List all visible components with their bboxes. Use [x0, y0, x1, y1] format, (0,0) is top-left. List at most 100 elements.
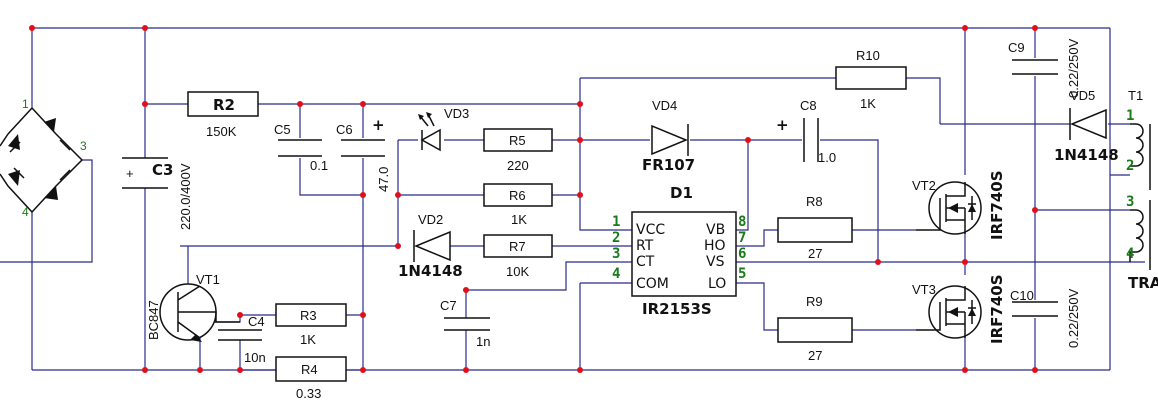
- c8-label: C8: [800, 98, 817, 113]
- c5-value: 0.1: [310, 158, 328, 173]
- capacitor-c10: C10 0.22/250V: [1010, 288, 1081, 348]
- c4-label: C4: [248, 314, 265, 329]
- resistor-r7: R7 10K: [483, 234, 553, 279]
- r7-value: 10K: [506, 264, 529, 279]
- bridge-pin-1: 1: [22, 97, 29, 111]
- c10-label: C10: [1010, 288, 1034, 303]
- c3-value: 220.0/400V: [178, 163, 193, 230]
- bridge-rectifier: 1 3 4: [0, 97, 87, 219]
- ic-d1: D1 IR2153S 1 VCC 2 RT 3 CT 4 COM VB 8 HO…: [612, 184, 746, 318]
- r9-value: 27: [808, 348, 822, 363]
- capacitor-c9: C9 0.22/250V: [1008, 38, 1081, 98]
- ic-pin-4-num: 4: [612, 266, 620, 282]
- vd4-value: FR107: [642, 156, 695, 174]
- vt2-value: IRF740S: [988, 171, 1006, 241]
- ic-pin-1-num: 1: [612, 214, 620, 230]
- capacitor-c3: + C3 220.0/400V: [122, 157, 193, 230]
- vt2-label: VT2: [912, 178, 936, 193]
- c3-plus: +: [126, 166, 134, 181]
- t1-pin-1: 1: [1126, 108, 1134, 124]
- c7-value: 1n: [476, 334, 490, 349]
- resistor-r5: R5 220: [483, 128, 553, 173]
- t1-pin-3: 3: [1126, 194, 1134, 210]
- resistor-r3: R3 1K: [275, 303, 347, 347]
- r8-value: 27: [808, 246, 822, 261]
- ic-pin-7-num: 7: [738, 230, 746, 246]
- ic-pin-1-name: VCC: [636, 222, 665, 238]
- diode-vd5: VD5 1N4148: [1054, 88, 1119, 164]
- r10-value: 1K: [860, 96, 876, 111]
- vd5-label: VD5: [1070, 88, 1095, 103]
- r8-label: R8: [806, 194, 823, 209]
- junctions: [29, 25, 1038, 373]
- r7-label: R7: [509, 239, 526, 254]
- capacitor-c6: C6 + 47.0: [336, 116, 391, 192]
- resistor-r9: R9 27: [777, 294, 853, 363]
- resistor-r4: R4 0.33: [275, 356, 347, 401]
- c10-value: 0.22/250V: [1066, 288, 1081, 348]
- c8-plus: +: [776, 116, 789, 134]
- ic-pin-8-name: VB: [706, 222, 725, 238]
- capacitor-c8: C8 + 1.0: [776, 98, 836, 165]
- ic-pin-3-num: 3: [612, 246, 620, 262]
- diode-vd2: VD2 1N4148: [398, 212, 463, 280]
- r2-value: 150K: [206, 124, 237, 139]
- diode-vd4: VD4 FR107: [642, 98, 695, 174]
- vt3-value: IRF740S: [988, 275, 1006, 345]
- t1-label: T1: [1128, 88, 1143, 103]
- c6-label: C6: [336, 122, 353, 137]
- c4-value: 10n: [244, 350, 266, 365]
- bridge-pin-4: 4: [22, 205, 29, 219]
- ic-pin-6-name: VS: [706, 254, 725, 270]
- tra-label: TRA: [1128, 274, 1158, 292]
- resistor-r2: R2 150K: [187, 91, 259, 139]
- r2-label: R2: [213, 96, 235, 114]
- vd5-value: 1N4148: [1054, 146, 1119, 164]
- r10-label: R10: [856, 48, 880, 63]
- capacitor-c7: C7 1n: [440, 298, 490, 349]
- vt1-label: VT1: [196, 272, 220, 287]
- mosfet-vt2: VT2 IRF740S: [912, 171, 1006, 241]
- bridge-pin-3: 3: [80, 139, 87, 153]
- led-vd3: VD3: [418, 106, 469, 152]
- vt1-value: BC847: [146, 300, 161, 340]
- vd2-label: VD2: [418, 212, 443, 227]
- r4-label: R4: [301, 362, 318, 377]
- d1-value: IR2153S: [642, 300, 712, 318]
- r5-label: R5: [509, 133, 526, 148]
- c3-label: C3: [152, 161, 173, 179]
- c8-value: 1.0: [818, 150, 836, 165]
- vd3-label: VD3: [444, 106, 469, 121]
- capacitor-c5: C5 0.1: [274, 122, 328, 173]
- c5-label: C5: [274, 122, 291, 137]
- ic-pin-8-num: 8: [738, 214, 746, 230]
- ic-pin-5-num: 5: [738, 266, 746, 282]
- r3-label: R3: [300, 308, 317, 323]
- capacitor-c4: C4 10n: [218, 314, 266, 365]
- vd4-label: VD4: [652, 98, 677, 113]
- d1-label: D1: [670, 184, 693, 202]
- ic-pin-4-name: COM: [636, 276, 669, 292]
- c6-value: 47.0: [376, 167, 391, 192]
- resistor-r6: R6 1K: [483, 183, 553, 227]
- transformer-t1: T1 1 2 3 4 TRA: [1126, 88, 1158, 292]
- ic-pin-2-num: 2: [612, 230, 620, 246]
- r6-label: R6: [509, 188, 526, 203]
- c9-label: C9: [1008, 40, 1025, 55]
- ic-pin-2-name: RT: [636, 238, 654, 254]
- r4-value: 0.33: [296, 386, 321, 401]
- ic-pin-7-name: HO: [704, 238, 726, 254]
- ic-pin-6-num: 6: [738, 246, 746, 262]
- ic-pin-3-name: CT: [636, 254, 655, 270]
- resistor-r10: R10 1K: [835, 48, 907, 111]
- r5-value: 220: [507, 158, 529, 173]
- mosfet-vt3: VT3 IRF740S: [912, 275, 1006, 345]
- ic-pin-5-name: LO: [708, 276, 726, 292]
- r6-value: 1K: [511, 212, 527, 227]
- c6-plus: +: [372, 116, 385, 134]
- transistor-vt1: VT1 BC847: [146, 272, 240, 342]
- r9-label: R9: [806, 294, 823, 309]
- t1-pin-2: 2: [1126, 158, 1134, 174]
- c9-value: 0.22/250V: [1066, 38, 1081, 98]
